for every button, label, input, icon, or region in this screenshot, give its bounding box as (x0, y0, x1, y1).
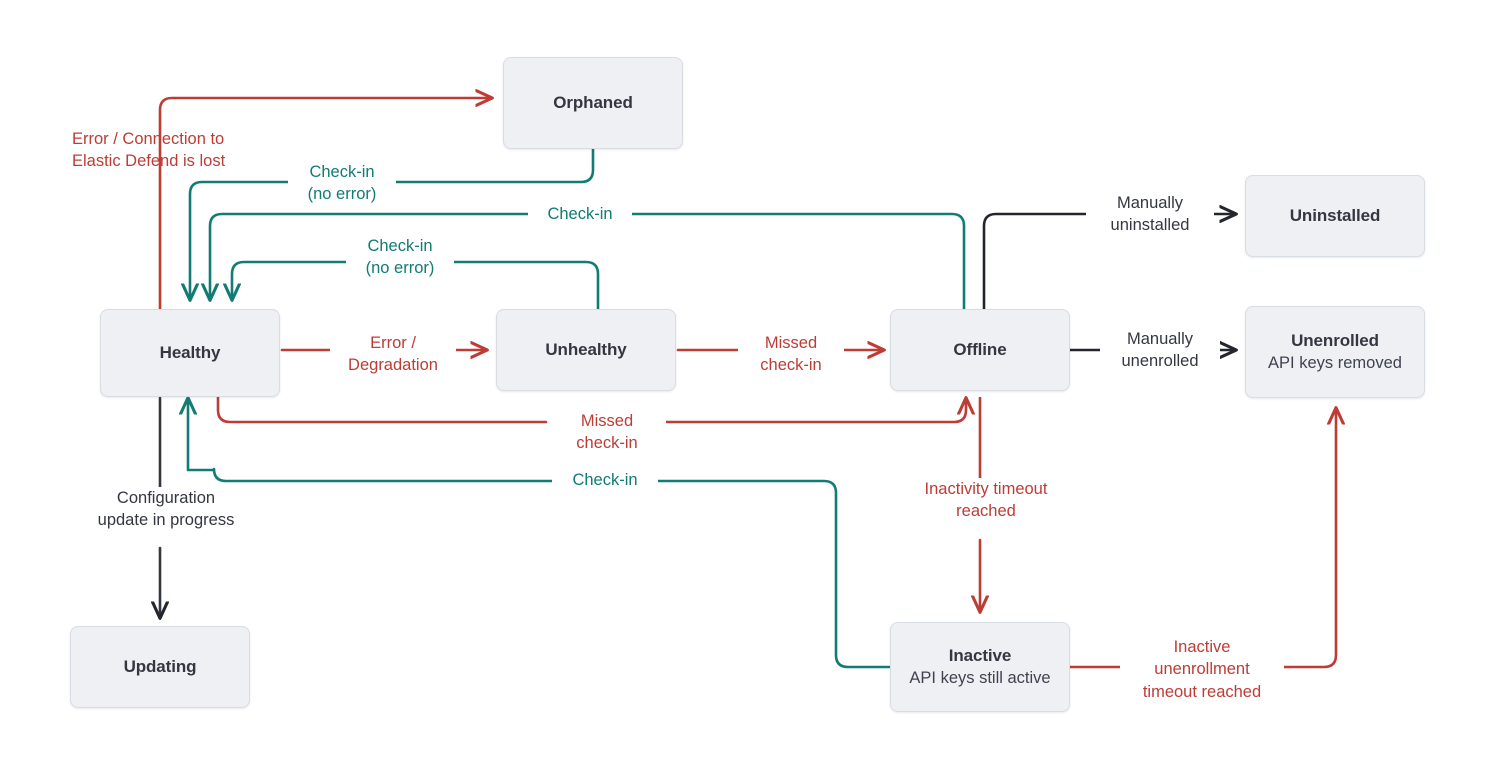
edge-healthy-to-offline-a (216, 394, 548, 424)
node-unenrolled[interactable]: Unenrolled API keys removed (1245, 306, 1425, 398)
node-uninstalled-title: Uninstalled (1289, 206, 1381, 226)
edge-inactive-to-unenrolled-b (1266, 408, 1336, 669)
node-orphaned-title: Orphaned (553, 93, 633, 113)
edge-inactive-to-healthy-b (188, 398, 554, 483)
node-unenrolled-title: Unenrolled (1291, 330, 1379, 350)
edge-healthy-to-orphaned (158, 98, 492, 314)
edge-offline-to-uninstalled-a (982, 212, 1088, 312)
node-offline-title: Offline (953, 340, 1007, 360)
node-unhealthy[interactable]: Unhealthy (496, 309, 676, 391)
node-updating-title: Updating (123, 657, 197, 677)
edge-label-offline-to-uninstalled: Manually uninstalled (1086, 192, 1214, 237)
node-inactive[interactable]: Inactive API keys still active (890, 622, 1070, 712)
node-unenrolled-subtitle: API keys removed (1268, 353, 1402, 372)
edge-label-offline-to-unenrolled: Manually unenrolled (1100, 328, 1220, 373)
edge-label-healthy-to-unhealthy: Error / Degradation (330, 332, 456, 377)
node-updating[interactable]: Updating (70, 626, 250, 708)
node-inactive-subtitle: API keys still active (909, 668, 1051, 687)
node-offline[interactable]: Offline (890, 309, 1070, 391)
edge-label-unhealthy-to-offline: Missed check-in (738, 332, 844, 377)
edge-label-healthy-to-offline: Missed check-in (548, 410, 666, 455)
node-unhealthy-title: Unhealthy (545, 340, 627, 360)
node-orphaned[interactable]: Orphaned (503, 57, 683, 149)
edge-label-offline-to-healthy: Check-in (528, 203, 632, 226)
edge-label-unhealthy-to-healthy: Check-in (no error) (346, 235, 454, 280)
edge-label-inactive-to-healthy: Check-in (552, 469, 658, 492)
node-uninstalled[interactable]: Uninstalled (1245, 175, 1425, 257)
node-healthy[interactable]: Healthy (100, 309, 280, 397)
edge-label-healthy-to-updating: Configuration update in progress (72, 487, 260, 532)
edge-inactive-to-healthy-a (644, 479, 891, 669)
node-inactive-title: Inactive (948, 645, 1012, 665)
edge-label-orphaned-to-healthy: Check-in (no error) (288, 161, 396, 206)
edge-label-inactive-to-unenrolled: Inactive unenrollment timeout reached (1120, 636, 1284, 703)
edge-healthy-to-offline-b (654, 398, 966, 424)
edge-label-healthy-to-orphaned: Error / Connection to Elastic Defend is … (72, 130, 226, 171)
node-healthy-title: Healthy (159, 343, 221, 363)
edge-label-offline-to-inactive: Inactivity timeout reached (888, 478, 1084, 523)
